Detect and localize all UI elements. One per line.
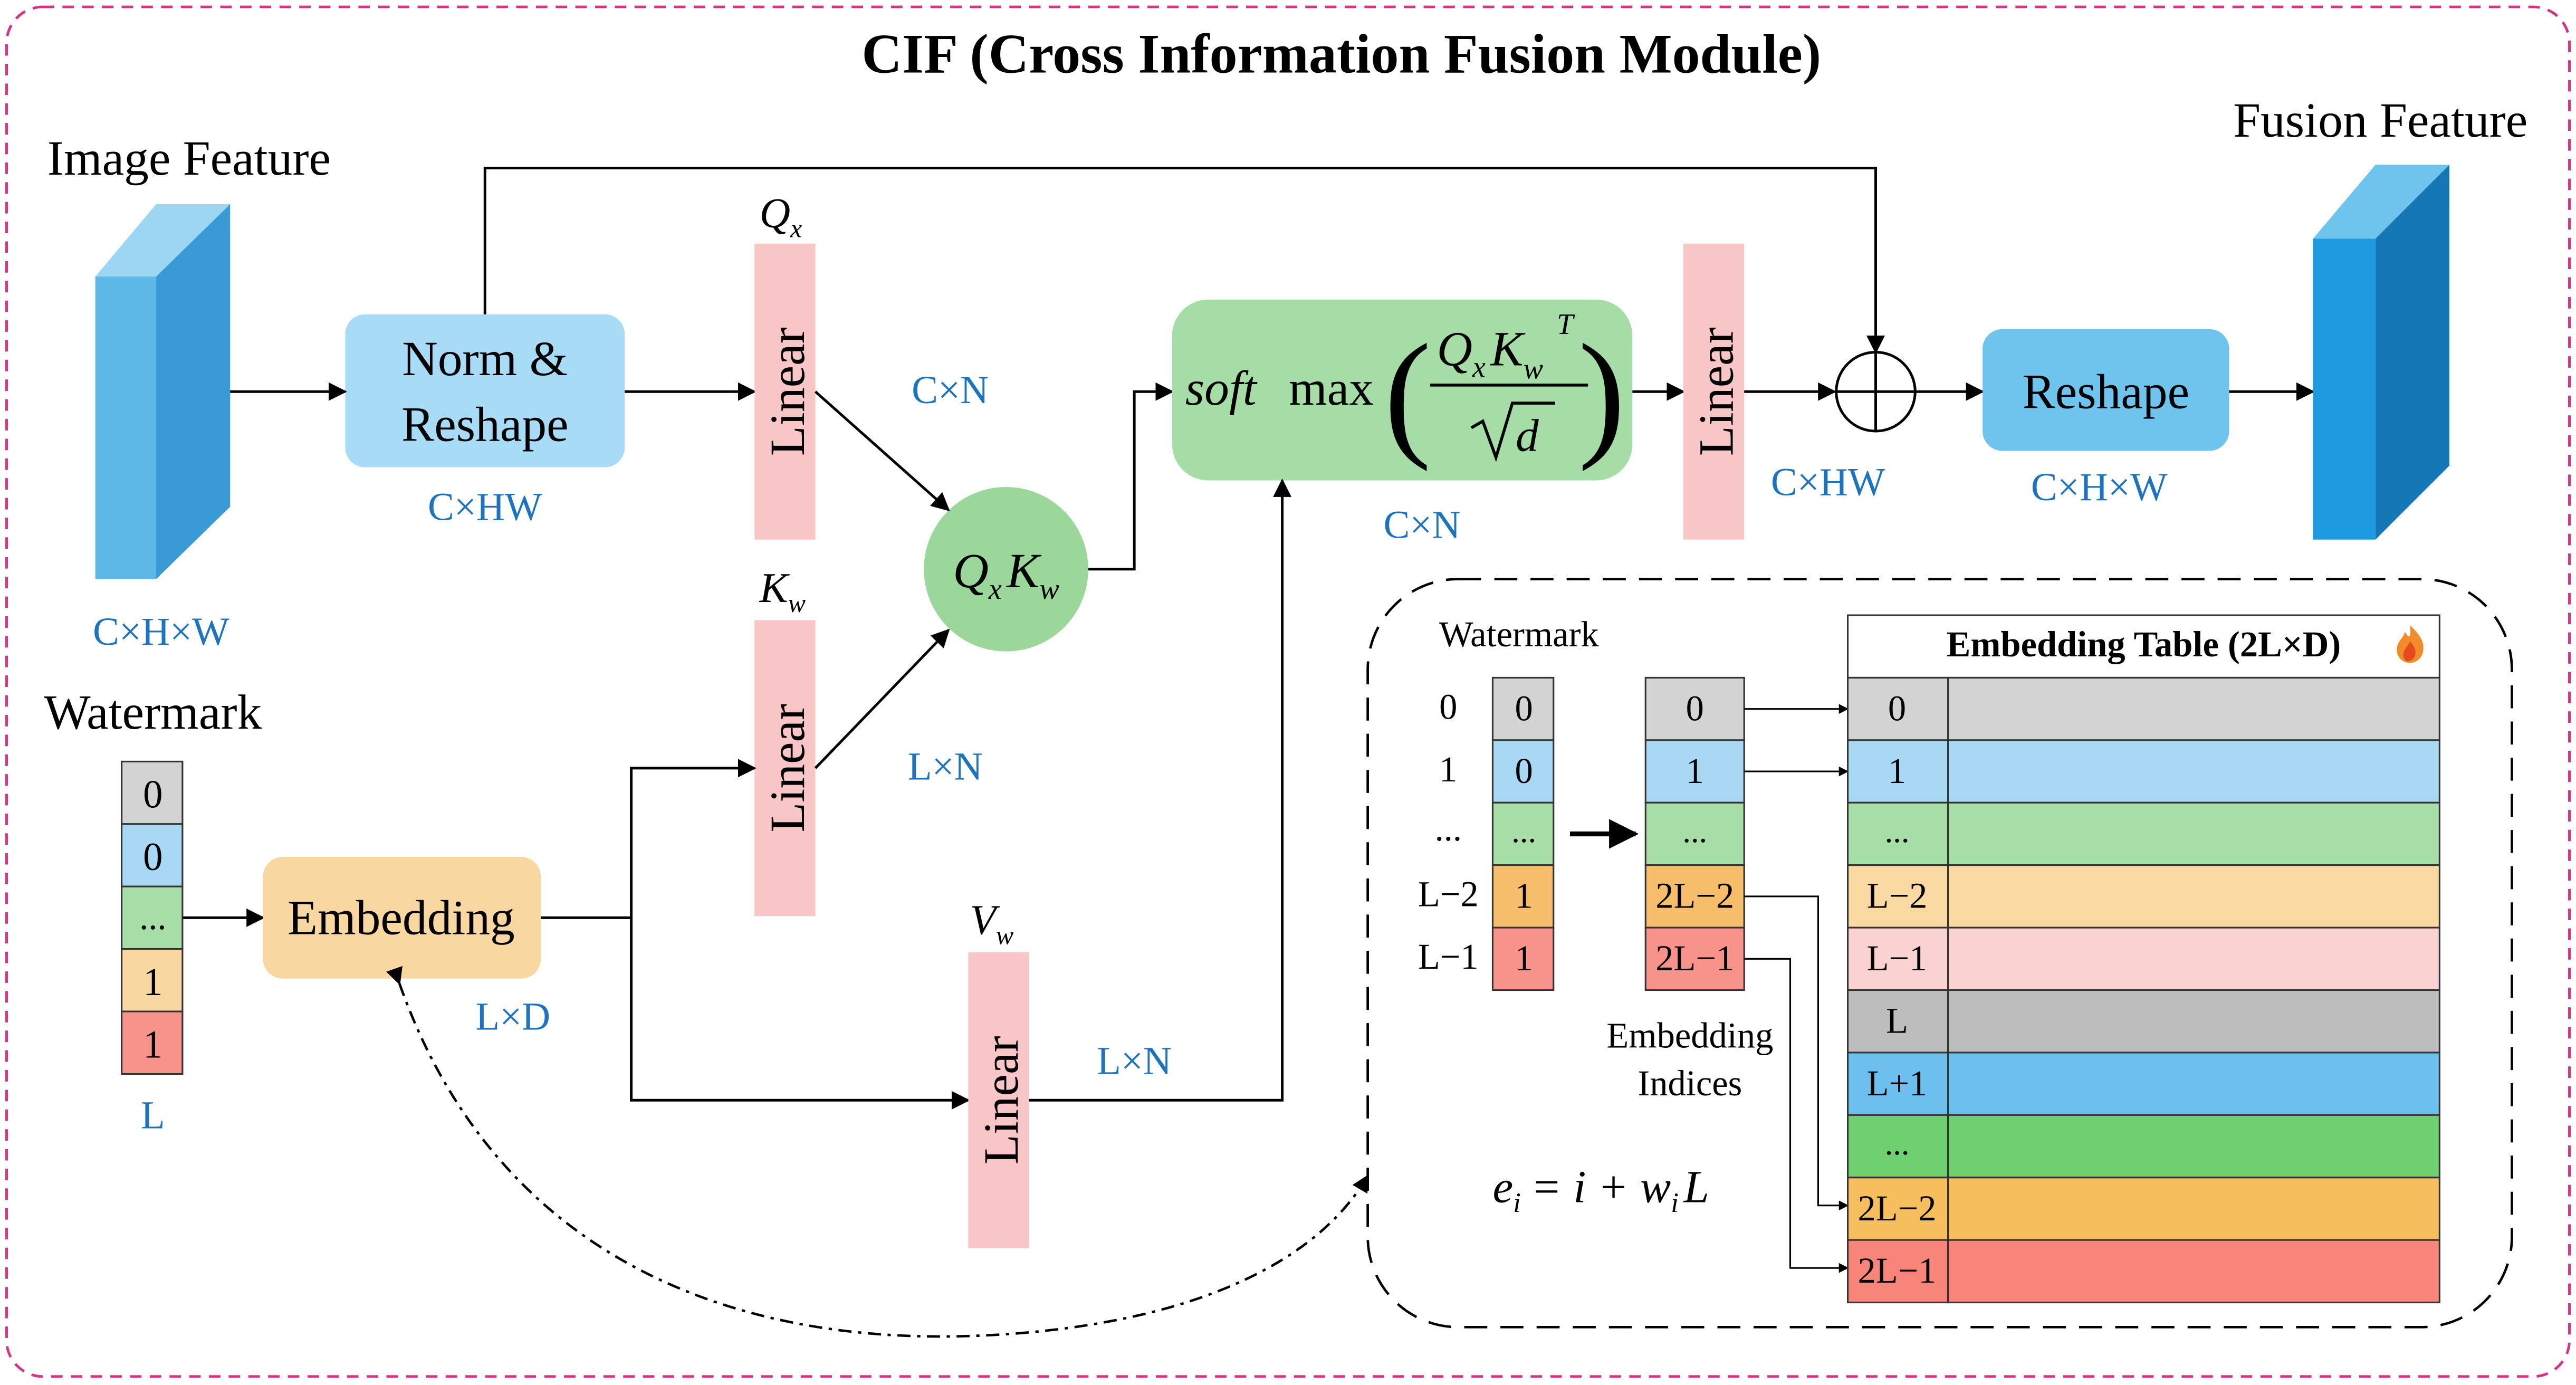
- embedding-indices-cells: 0 1 ... 2L−2 2L−1: [1644, 676, 1745, 991]
- embedding-box: [263, 857, 541, 979]
- table-row-label-1: 1: [1888, 751, 1906, 791]
- table-row-label-7: ...: [1885, 1125, 1910, 1162]
- watermark-bit-3: 1: [143, 960, 162, 1004]
- reshape-shape-label: C×H×W: [2031, 465, 2168, 509]
- embedding-table-title: Embedding Table (2L×D): [1947, 624, 2341, 664]
- embedding-index-1: 1: [1686, 751, 1704, 791]
- reshape-box: [1983, 329, 2229, 451]
- table-row-label-4: L−1: [1867, 938, 1928, 978]
- svg-text:T: T: [1557, 308, 1575, 341]
- outer-frame: [5, 5, 2571, 1378]
- linear-k-label: Linear: [761, 704, 815, 833]
- watermark-bits: 0 0 ... 1 1: [121, 760, 184, 1075]
- image-feature-cube: [95, 204, 231, 579]
- embedding-index-4: 2L−1: [1655, 938, 1734, 978]
- inset-bit-1: 0: [1515, 751, 1533, 791]
- svg-text:soft: soft: [1185, 361, 1258, 416]
- qx-shape-label: C×N: [912, 368, 989, 412]
- arrow-linear-q-to-qk: [814, 390, 950, 511]
- skip-connection: [483, 166, 1885, 354]
- diagram-title: CIF (Cross Information Fusion Module): [861, 23, 1821, 85]
- inset-watermark-title: Watermark: [1439, 614, 1599, 654]
- linear-q-label: Linear: [761, 327, 815, 456]
- vw-label: Vw: [970, 896, 1014, 950]
- watermark-bit-2: ...: [139, 897, 166, 937]
- arrow-embedding-to-linear-v: [630, 918, 970, 1110]
- image-feature-label: Image Feature: [47, 131, 331, 186]
- embedding-indices-caption-1: Embedding: [1606, 1016, 1773, 1056]
- qk-product-circle: [924, 486, 1088, 652]
- watermark-bit-1: 0: [143, 835, 162, 879]
- embedding-link-curve: [386, 966, 1369, 1338]
- svg-text:): ): [1578, 315, 1625, 472]
- norm-reshape-label-line2: Reshape: [401, 398, 569, 452]
- norm-reshape-label-line1: Norm &: [402, 332, 568, 386]
- linear-out-label: Linear: [1689, 327, 1744, 456]
- image-shape-label: C×H×W: [93, 610, 229, 654]
- linear-out-box: [1683, 243, 1745, 540]
- table-row-label-0: 0: [1888, 688, 1906, 728]
- arrow-qk-to-softmax: [1088, 382, 1174, 571]
- linear-v-label: Linear: [974, 1036, 1029, 1164]
- reshape-label: Reshape: [2022, 365, 2189, 419]
- embedding-indices-caption-2: Indices: [1637, 1063, 1742, 1103]
- linear-out-shape-label: C×HW: [1771, 461, 1885, 504]
- norm-shape-label: C×HW: [428, 485, 542, 529]
- inset-bit-3: 1: [1515, 876, 1533, 916]
- arrow-linear-k-to-qk: [814, 628, 950, 769]
- inset-bit-cells: 0 0 ... 1 1: [1491, 676, 1555, 991]
- inset-index-0: 0: [1439, 686, 1457, 727]
- svg-text:max: max: [1289, 361, 1374, 416]
- watermark-label: Watermark: [44, 685, 262, 740]
- table-row-label-2: ...: [1885, 813, 1910, 849]
- table-row-label-5: L: [1886, 1001, 1908, 1041]
- kw-label: Kw: [759, 564, 806, 618]
- watermark-bit-0: 0: [143, 773, 162, 817]
- norm-reshape-box: [345, 314, 625, 467]
- inset-index-2: ...: [1435, 808, 1462, 848]
- watermark-L-label: L: [141, 1093, 165, 1137]
- embedding-detail-panel: [1366, 578, 2513, 1329]
- inset-index-1: 1: [1439, 749, 1457, 789]
- svg-text:d: d: [1516, 409, 1539, 461]
- arrow-index-2L-1-to-table: [1744, 958, 1849, 1273]
- embedding-label: Embedding: [288, 891, 515, 945]
- watermark-bit-4: 1: [143, 1023, 162, 1066]
- add-operator-icon: [1835, 350, 1917, 433]
- softmax-box: [1172, 299, 1633, 481]
- inset-index-labels: 0 1 ... L−2 L−1: [1418, 686, 1479, 977]
- arrow-embedding-to-linear-k: [541, 759, 756, 919]
- inset-bit-2: ...: [1511, 813, 1536, 849]
- inset-bit-0: 0: [1515, 688, 1533, 728]
- vw-shape-label: L×N: [1097, 1039, 1172, 1083]
- inset-index-4: L−1: [1418, 937, 1479, 977]
- kw-shape-label: L×N: [908, 745, 983, 789]
- fire-icon: [2397, 625, 2424, 663]
- fusion-feature-label: Fusion Feature: [2233, 93, 2527, 148]
- softmax-shape-label: C×N: [1383, 503, 1460, 547]
- linear-k-box: [754, 620, 816, 916]
- table-row-label-3: L−2: [1867, 876, 1928, 916]
- fusion-feature-cube: [2313, 165, 2450, 540]
- table-row-label-6: L+1: [1867, 1063, 1928, 1103]
- inset-bit-4: 1: [1515, 938, 1533, 978]
- embedding-index-2: ...: [1682, 813, 1707, 849]
- embedding-shape-label: L×D: [475, 995, 550, 1038]
- inset-index-3: L−2: [1418, 874, 1479, 914]
- table-row-label-9: 2L−1: [1857, 1250, 1936, 1291]
- embedding-index-0: 0: [1686, 688, 1704, 728]
- arrow-index-2L-2-to-table: [1744, 895, 1849, 1211]
- linear-q-box: [754, 243, 816, 540]
- qx-label: Qx: [760, 189, 802, 243]
- embedding-index-3: 2L−2: [1655, 876, 1734, 916]
- svg-text:(: (: [1384, 315, 1431, 472]
- embedding-table: Embedding Table (2L×D) 0 1 ... L−2 L−1: [1846, 614, 2440, 1304]
- table-row-label-8: 2L−2: [1857, 1188, 1936, 1228]
